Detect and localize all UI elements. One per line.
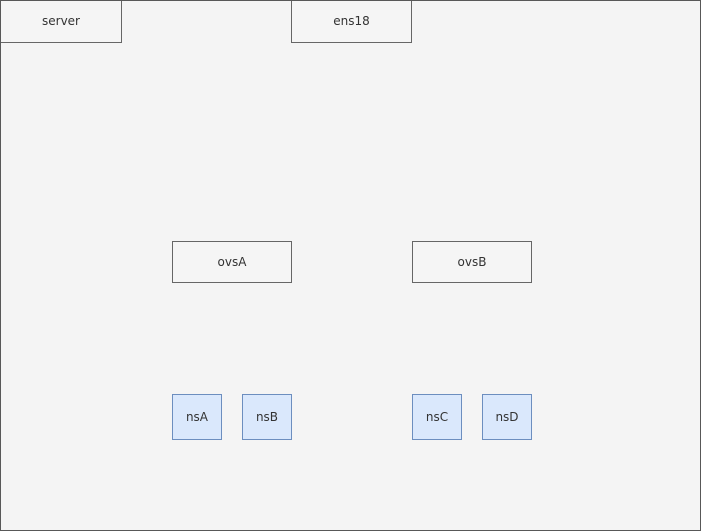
node-nsd-label: nsD [495,409,519,424]
node-ovsa[interactable]: ovsA [172,241,292,283]
node-nsa-label: nsA [185,409,209,424]
node-server[interactable]: server [1,1,122,43]
node-ens18-label: ens18 [333,14,370,29]
node-nsa[interactable]: nsA [172,394,222,440]
node-nsc-label: nsC [425,409,449,424]
node-nsb-label: nsB [255,409,279,424]
node-server-label: server [42,14,80,29]
node-nsd[interactable]: nsD [482,394,532,440]
node-nsc[interactable]: nsC [412,394,462,440]
node-ovsb-label: ovsB [457,254,487,269]
node-ovsb[interactable]: ovsB [412,241,532,283]
node-nsb[interactable]: nsB [242,394,292,440]
node-ovsa-label: ovsA [217,254,247,269]
node-ens18[interactable]: ens18 [291,1,412,43]
